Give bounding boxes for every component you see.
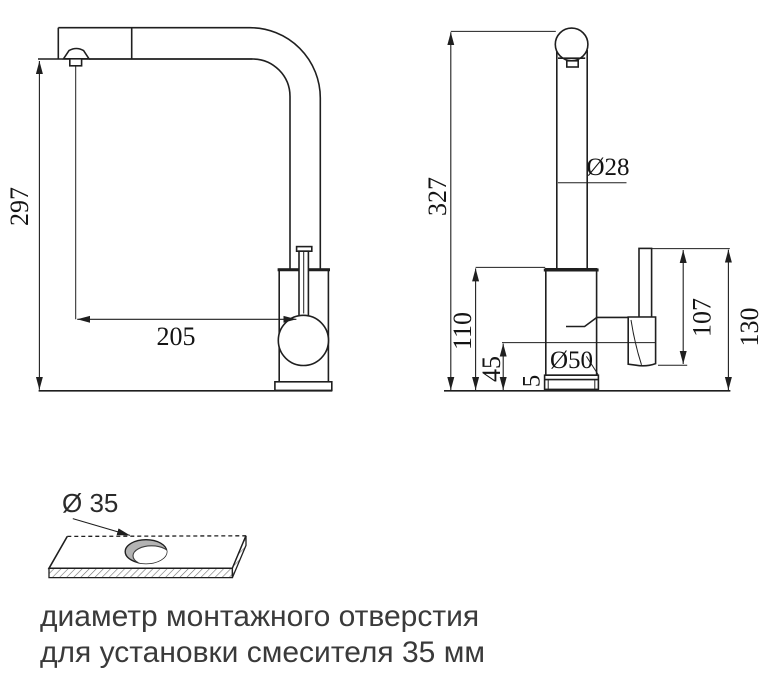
- caption-line-2: для установки смесителя 35 мм: [40, 636, 485, 669]
- handle-socket: [627, 316, 657, 367]
- dim-label-107: 107: [688, 298, 717, 337]
- faucet-body-front: [544, 267, 598, 376]
- dim-body-height-110: 110: [448, 266, 546, 390]
- handle-ball: [277, 314, 330, 367]
- caption-line-1: диаметр монтажного отверстия: [40, 600, 480, 633]
- dim-inlet-height-45: 45: [477, 343, 507, 390]
- dim-right-total-130: 130: [724, 249, 764, 390]
- spout-outer-contour: [58, 26, 322, 269]
- lever-front: [638, 247, 653, 318]
- caption: диаметр монтажного отверстия для установ…: [40, 599, 740, 671]
- dim-label-297: 297: [5, 187, 34, 226]
- dim-label-130: 130: [735, 308, 764, 347]
- dim-base-diameter: Ø50: [550, 347, 599, 375]
- dim-reach-205: 205: [77, 315, 297, 351]
- dim-spout-diameter: Ø28: [557, 154, 630, 184]
- dim-label-d50: Ø50: [550, 347, 593, 374]
- aerator-tip: [69, 57, 83, 67]
- body-chamfer: [566, 316, 598, 328]
- aerator-dome: [62, 47, 91, 60]
- front-view-drawing: Ø28 327 110 45: [423, 27, 764, 392]
- countertop-back-edge: [67, 535, 247, 538]
- dim-total-height-327: 327: [423, 32, 455, 390]
- dim-label-110: 110: [448, 312, 477, 350]
- spout-head-clip: [565, 59, 579, 68]
- dim-height-297: 297: [5, 61, 43, 390]
- dim-handle-height-107: 107: [651, 248, 730, 366]
- dim-label-327: 327: [423, 177, 452, 216]
- dim-label-45: 45: [477, 356, 506, 382]
- dim-hole-diameter: Ø 35: [62, 488, 131, 536]
- side-view-drawing: 297 205: [5, 26, 333, 392]
- dim-label-205: 205: [157, 322, 196, 351]
- drawing-canvas: 297 205 Ø28: [5, 26, 764, 579]
- countertop-side-band: [231, 535, 247, 578]
- base-plate-front: [543, 374, 600, 391]
- dim-label-d35: Ø 35: [62, 488, 118, 518]
- mounting-hole-diagram: Ø 35: [47, 488, 247, 579]
- socket-joint-curve: [630, 319, 642, 365]
- spout-inner-contour: [89, 58, 291, 269]
- dim-label-5: 5: [519, 375, 546, 388]
- base-plate-side: [274, 380, 333, 392]
- dim-label-d28: Ø28: [586, 154, 629, 181]
- countertop-front-band: [48, 567, 234, 579]
- spout-end-circle: [554, 27, 589, 62]
